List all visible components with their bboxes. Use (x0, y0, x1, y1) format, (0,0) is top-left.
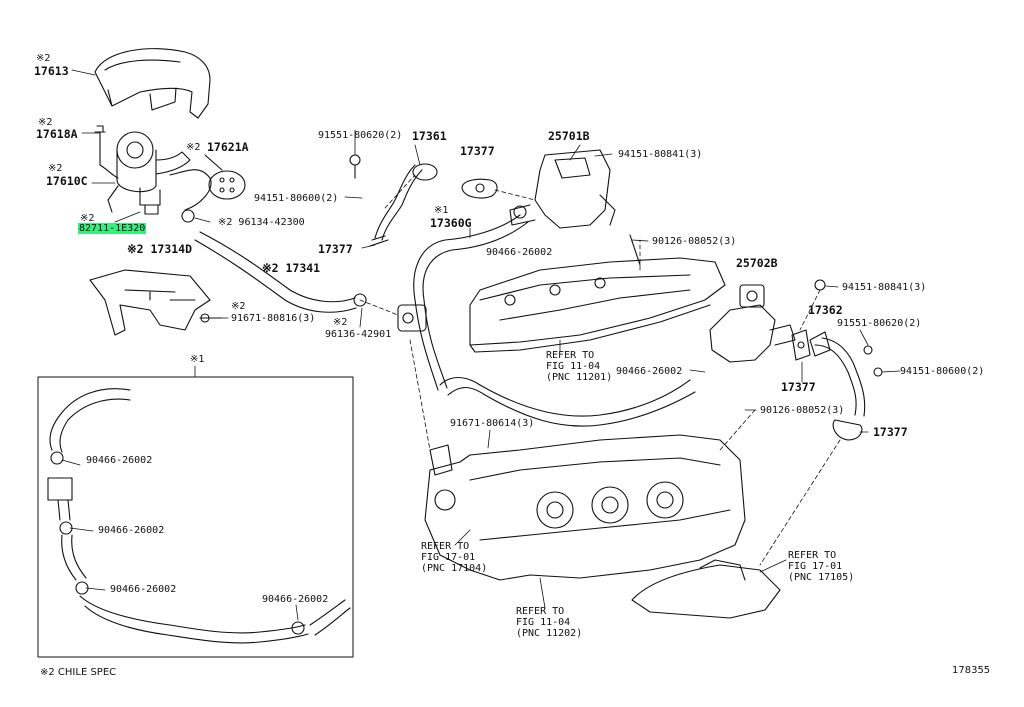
part-number-90466-26002: 90466-26002 (616, 366, 683, 377)
part-number-94151-80600: 94151-80600(2) (254, 193, 339, 204)
part-number-90466-26002: 90466-26002 (98, 525, 165, 536)
upper-cylinder-head-drawing (469, 257, 726, 353)
refer-to-fig-11-04-pnc-11202: REFER TO FIG 11-04 (PNC 11202) (516, 606, 583, 639)
part-17621a-drawing (204, 154, 246, 200)
part-number-96136-42901: 96136-42901 (325, 329, 392, 340)
part-number-91551-80620: 91551-80620(2) (318, 130, 403, 141)
chile-spec-mark: ※2 (80, 213, 95, 224)
pump-set-mark: ※1 (434, 205, 449, 216)
part-17377-gasket-drawing (369, 178, 498, 247)
part-number-90126-08052: 90126-08052(3) (760, 405, 845, 416)
part-number-94151-80600: 94151-80600(2) (900, 366, 985, 377)
footnote-chile-spec: ※2 CHILE SPEC (40, 667, 117, 678)
part-number-17377: 17377 (460, 144, 495, 158)
part-number-82711-1e320[interactable]: 82711-1E320 (78, 223, 147, 234)
chile-spec-mark: ※2 (231, 301, 246, 312)
inset-hose-drawing (47, 388, 351, 644)
part-number-90466-26002: 90466-26002 (86, 455, 153, 466)
part-17341-hose-drawing (194, 231, 367, 313)
chile-spec-mark: ※2 (38, 117, 53, 128)
part-number-17362: 17362 (808, 303, 843, 317)
lower-intake-manifold-drawing (424, 434, 746, 581)
part-17360g-pipe-drawing (397, 205, 696, 427)
chile-spec-mark: ※2 (186, 142, 201, 153)
part-number-17610c: 17610C (46, 174, 88, 188)
part-number-17621a: 17621A (207, 140, 249, 154)
dashed-guides (359, 174, 841, 566)
leader-lines (71, 69, 901, 609)
part-number-17618a: 17618A (36, 127, 78, 141)
part-25702b-valve-drawing (709, 284, 796, 363)
part-number-25702b: 25702B (736, 256, 778, 270)
part-number-25701b: 25701B (548, 129, 590, 143)
refer-to-fig-17-01-pnc-17105: REFER TO FIG 17-01 (PNC 17105) (788, 550, 855, 583)
part-number-90466-26002: 90466-26002 (262, 594, 329, 605)
part-number-17613: 17613 (34, 64, 69, 78)
refer-to-fig-11-04-pnc-11201: REFER TO FIG 11-04 (PNC 11201) (546, 350, 613, 383)
part-17610c-pump-drawing (94, 125, 212, 223)
exhaust-manifold-drawing (631, 559, 781, 619)
part-number-90466-26002: 90466-26002 (486, 247, 553, 258)
inset-box (37, 376, 354, 658)
part-number-17341: ※2 17341 (262, 261, 321, 275)
part-number-17377: 17377 (318, 242, 353, 256)
part-number-94151-80841: 94151-80841(3) (618, 149, 703, 160)
refer-to-fig-17-01-pnc-17104: REFER TO FIG 17-01 (PNC 17104) (421, 541, 488, 574)
chile-spec-mark: ※2 (333, 317, 348, 328)
part-number-94151-80841: 94151-80841(3) (842, 282, 927, 293)
part-number-17377: 17377 (873, 425, 908, 439)
part-number-96134-42300: ※2 96134-42300 (218, 217, 305, 228)
chile-spec-mark: ※2 (48, 163, 63, 174)
part-number-90126-08052: 90126-08052(3) (652, 236, 737, 247)
chile-spec-mark: ※2 (36, 53, 51, 64)
part-17613-cover-drawing (94, 48, 211, 119)
part-number-90466-26002: 90466-26002 (110, 584, 177, 595)
part-17361-pipe-drawing (349, 154, 438, 241)
part-number-17361: 17361 (412, 129, 447, 143)
part-number-17314d: ※2 17314D (127, 242, 193, 256)
part-number-17377: 17377 (781, 380, 816, 394)
part-17314d-bracket-drawing (89, 269, 223, 336)
part-number-91551-80620: 91551-80620(2) (837, 318, 922, 329)
part-number-91671-80816: 91671-80816(3) (231, 313, 316, 324)
part-number-17360g: 17360G (430, 216, 472, 230)
diagram-number: 178355 (952, 665, 991, 676)
pump-set-mark: ※1 (190, 354, 205, 365)
part-number-91671-80614: 91671-80614(3) (450, 418, 535, 429)
part-17377-right-gasket-drawing (791, 329, 811, 361)
